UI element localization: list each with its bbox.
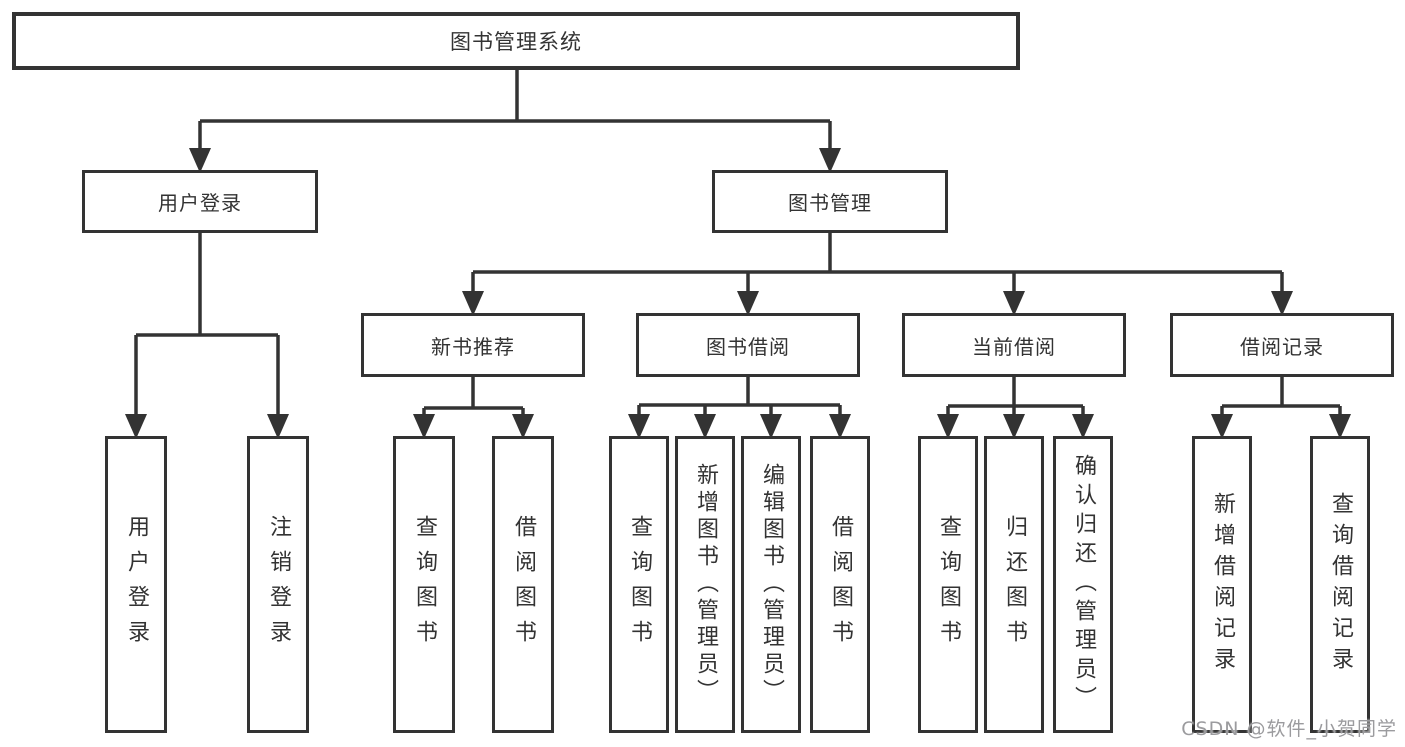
edge-bookborrow-to-leaves	[639, 377, 840, 407]
csdn-watermark: CSDN @软件_小贺同学	[1181, 718, 1397, 740]
leaf-label: 编辑图书（管理员）	[759, 463, 784, 706]
leaf-query-borrow-record: 查询借阅记录	[1310, 436, 1370, 733]
edge-borrowrecords-to-leaves	[1222, 377, 1340, 408]
leaf-query-books-recommend: 查询图书	[393, 436, 455, 733]
node-label: 图书管理系统	[450, 30, 582, 54]
node-label: 图书管理	[788, 191, 872, 215]
node-user-login: 用户登录	[82, 170, 318, 233]
edge-currentborrow-to-leaves	[948, 377, 1083, 408]
leaf-label: 归还图书	[1002, 514, 1027, 655]
node-label: 当前借阅	[972, 334, 1056, 359]
leaf-add-borrow-record: 新增借阅记录	[1192, 436, 1252, 733]
node-borrowing-records: 借阅记录	[1170, 313, 1394, 377]
leaf-label: 查询图书	[627, 514, 652, 655]
arrow-stems	[134, 121, 1342, 424]
edge-bookmgmt-to-level3	[473, 233, 1282, 274]
node-label: 图书借阅	[706, 334, 790, 359]
edge-newbook-to-leaves	[424, 377, 523, 410]
edge-userlogin-to-leaves	[136, 233, 278, 337]
node-label: 用户登录	[158, 191, 242, 215]
leaf-query-books-borrow: 查询图书	[609, 436, 669, 733]
leaf-borrow-books-recommend: 借阅图书	[492, 436, 554, 733]
leaf-label: 借阅图书	[828, 514, 853, 655]
leaf-user-login: 用户登录	[105, 436, 167, 733]
leaf-label: 借阅图书	[511, 514, 536, 655]
leaf-label: 新增图书（管理员）	[693, 463, 718, 706]
leaf-borrow-books: 借阅图书	[810, 436, 870, 733]
leaf-edit-book-admin: 编辑图书（管理员）	[741, 436, 801, 733]
leaf-confirm-return-admin: 确认归还（管理员）	[1053, 436, 1113, 733]
node-book-management: 图书管理	[712, 170, 948, 233]
leaf-label: 查询借阅记录	[1328, 491, 1353, 678]
leaf-query-books-current: 查询图书	[918, 436, 978, 733]
node-book-borrowing: 图书借阅	[636, 313, 860, 377]
node-current-borrowing: 当前借阅	[902, 313, 1126, 377]
node-new-book-recommendation: 新书推荐	[361, 313, 585, 377]
leaf-label: 注销登录	[266, 514, 291, 655]
leaf-label: 用户登录	[124, 514, 149, 655]
node-library-management-system: 图书管理系统	[12, 12, 1020, 70]
edge-root-to-level2	[200, 70, 830, 123]
node-label: 新书推荐	[431, 334, 515, 359]
leaf-return-books: 归还图书	[984, 436, 1044, 733]
leaf-label: 查询图书	[412, 514, 437, 655]
leaf-logout: 注销登录	[247, 436, 309, 733]
leaf-label: 新增借阅记录	[1210, 491, 1235, 678]
leaf-label: 确认归还（管理员）	[1071, 454, 1096, 715]
node-label: 借阅记录	[1240, 334, 1324, 359]
leaf-add-book-admin: 新增图书（管理员）	[675, 436, 735, 733]
leaf-label: 查询图书	[936, 514, 961, 655]
